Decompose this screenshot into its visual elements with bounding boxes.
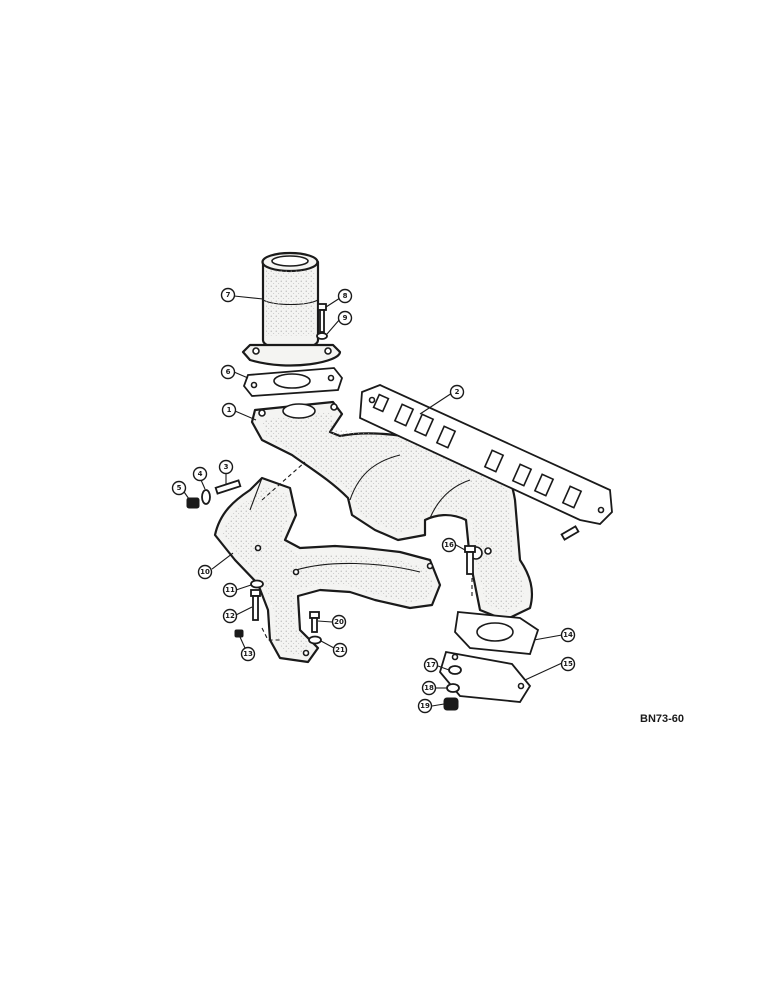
nut-13 xyxy=(234,629,244,638)
callout-5: 5 xyxy=(171,480,187,496)
leader-lines xyxy=(181,295,563,707)
callout-20: 20 xyxy=(331,614,347,630)
alignment-line xyxy=(261,627,282,641)
callout-12: 12 xyxy=(222,608,238,624)
pipe-flange-gasket xyxy=(242,367,344,397)
svg-text:13: 13 xyxy=(243,650,253,658)
alignment-line xyxy=(261,461,306,501)
bolt-and-washer xyxy=(316,303,328,340)
callout-6: 6 xyxy=(220,364,236,380)
manifold-stud xyxy=(560,525,580,541)
callout-3: 3 xyxy=(218,459,234,475)
svg-text:7: 7 xyxy=(226,291,231,299)
callout-21: 21 xyxy=(332,642,348,658)
nut-5 xyxy=(186,497,200,509)
svg-text:1: 1 xyxy=(227,406,232,414)
svg-text:16: 16 xyxy=(444,541,454,549)
callout-9: 9 xyxy=(337,310,353,326)
callout-16: 16 xyxy=(441,537,457,553)
callout-2: 2 xyxy=(449,384,465,400)
svg-text:5: 5 xyxy=(177,484,182,492)
callout-10: 10 xyxy=(197,564,213,580)
svg-text:10: 10 xyxy=(200,568,210,576)
bolt-3 xyxy=(214,479,242,495)
callout-14: 14 xyxy=(560,627,576,643)
washer-11 xyxy=(250,579,264,589)
svg-text:14: 14 xyxy=(563,631,573,639)
svg-text:17: 17 xyxy=(426,661,436,669)
callout-18: 18 xyxy=(421,680,437,696)
svg-text:18: 18 xyxy=(424,684,434,692)
bolt-12 xyxy=(250,589,261,621)
svg-text:15: 15 xyxy=(563,660,573,668)
washer-18 xyxy=(446,683,460,693)
outlet-flange-plate xyxy=(438,650,532,703)
callout-17: 17 xyxy=(423,657,439,673)
bolt-20 xyxy=(309,611,320,633)
washer-17 xyxy=(448,665,462,675)
washer-21 xyxy=(308,635,322,645)
exhaust-pipe xyxy=(241,251,342,367)
outlet-flange-gasket xyxy=(454,611,540,655)
callout-8: 8 xyxy=(337,288,353,304)
callout-7: 7 xyxy=(220,287,236,303)
svg-text:9: 9 xyxy=(343,314,348,322)
callout-11: 11 xyxy=(222,582,238,598)
svg-text:4: 4 xyxy=(198,470,203,478)
callout-19: 19 xyxy=(417,698,433,714)
svg-text:21: 21 xyxy=(335,646,345,654)
bolt-16 xyxy=(464,545,476,575)
callout-1: 1 xyxy=(221,402,237,418)
callout-4: 4 xyxy=(192,466,208,482)
callout-15: 15 xyxy=(560,656,576,672)
nut-19 xyxy=(443,697,459,711)
svg-text:19: 19 xyxy=(420,702,430,710)
svg-text:11: 11 xyxy=(225,586,235,594)
svg-text:6: 6 xyxy=(226,368,231,376)
svg-text:20: 20 xyxy=(334,618,344,626)
callout-13: 13 xyxy=(240,646,256,662)
washer-4 xyxy=(201,489,211,505)
svg-text:3: 3 xyxy=(224,463,229,471)
intake-manifold xyxy=(213,476,442,664)
svg-text:12: 12 xyxy=(225,612,235,620)
svg-text:2: 2 xyxy=(455,388,460,396)
svg-text:8: 8 xyxy=(343,292,348,300)
manifold-gasket xyxy=(359,384,613,525)
drawing-code-label: BN73-60 xyxy=(640,713,684,725)
